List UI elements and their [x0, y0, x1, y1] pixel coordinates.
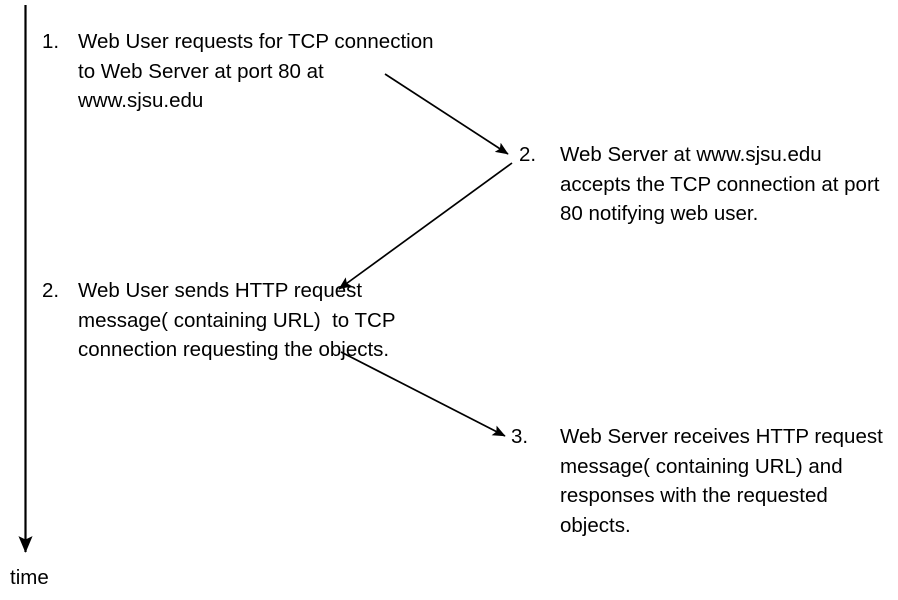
step-number: 3.: [511, 425, 529, 448]
step-number: 2.: [519, 143, 537, 166]
step-text: Web Server at www.sjsu.edu accepts the T…: [560, 143, 886, 225]
arrow-step2-to-step2: [338, 162, 513, 290]
time-axis-label: time: [10, 566, 49, 589]
step-number: 2.: [42, 279, 60, 302]
step-text: Web Server receives HTTP request message…: [560, 425, 889, 537]
step-number: 1.: [42, 30, 60, 53]
step-item-3: 2. Web User sends HTTP request message( …: [42, 276, 442, 365]
arrow-step2-to-step3: [340, 351, 506, 437]
step-text: Web User requests for TCP connection to …: [78, 30, 440, 112]
step-text: Web User sends HTTP request message( con…: [78, 279, 401, 361]
step-item-1: 1. Web User requests for TCP connection …: [42, 27, 442, 116]
step-item-2: 2. Web Server at www.sjsu.edu accepts th…: [519, 140, 891, 229]
step-item-4: 3. Web Server receives HTTP request mess…: [511, 422, 891, 540]
